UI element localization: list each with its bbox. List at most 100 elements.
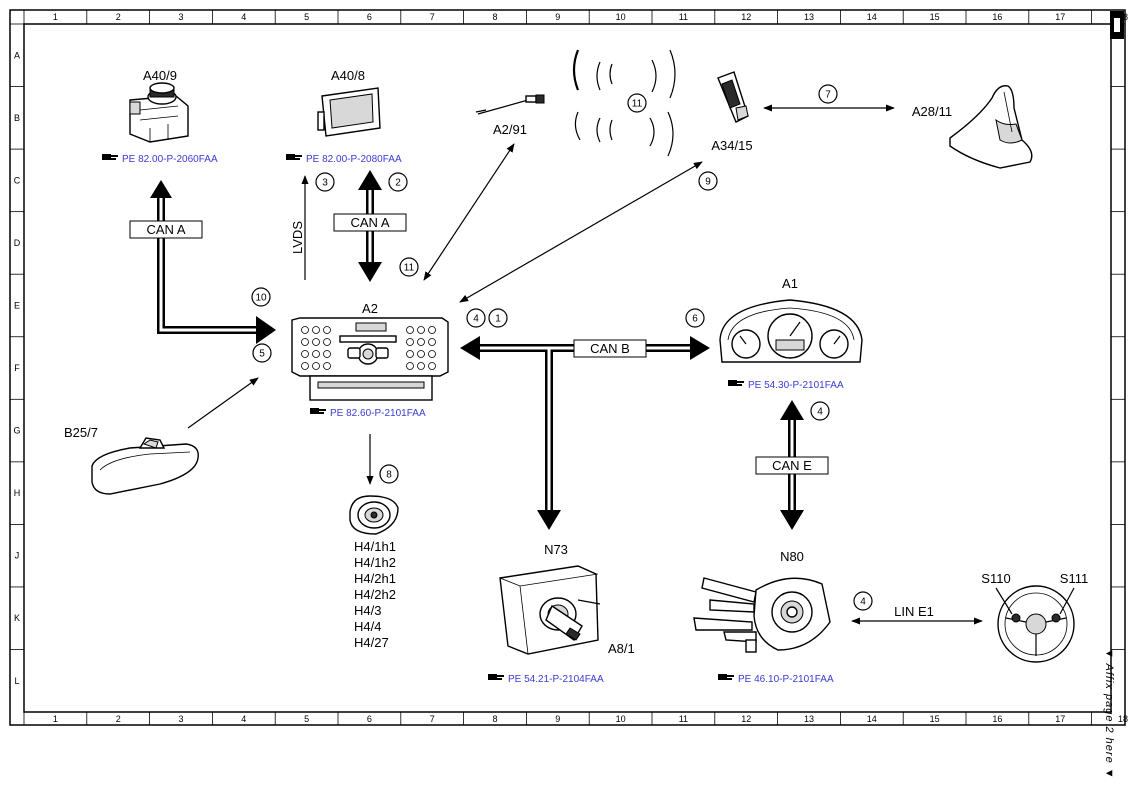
speaker-code: H4/2h2 (354, 587, 396, 602)
hand-pointer-icon (286, 154, 302, 160)
hand-pointer-icon (102, 154, 118, 160)
grid-col-label-top: 5 (304, 12, 309, 22)
callout-circle (252, 343, 272, 363)
grid-row-label: D (14, 238, 21, 248)
callout-number: 10 (255, 293, 267, 304)
a40-8-label: A40/8 (331, 68, 365, 83)
grid-col-label-bottom: 7 (430, 714, 435, 724)
grid-col-label-bottom: 3 (178, 714, 183, 724)
grid-col-label-top: 11 (679, 12, 688, 22)
callout-number: 7 (825, 90, 831, 101)
grid-col-label-bottom: 5 (304, 714, 309, 724)
component-b25-7: B25/7 (64, 425, 199, 495)
bus-can-b: CAN B (460, 336, 710, 530)
callout-number: 2 (395, 178, 401, 189)
grid-col-label-top: 3 (178, 12, 183, 22)
a1-instrument-cluster-image (719, 299, 863, 363)
a2-head-unit-image (291, 317, 449, 401)
a34-15-label: A34/15 (711, 138, 752, 153)
a28-11-antenna-image (949, 85, 1033, 169)
callout-circle (388, 172, 408, 192)
grid-row-label: K (14, 613, 20, 623)
grid-col-label-top: 17 (1055, 12, 1065, 22)
speaker-code: H4/27 (354, 635, 389, 650)
a2-label: A2 (362, 301, 378, 316)
speaker-code: H4/3 (354, 603, 381, 618)
lin-e1-label: LIN E1 (894, 604, 934, 619)
a40-8-display-image (317, 87, 381, 137)
component-a34-15: A34/15 (711, 71, 753, 153)
a34-15-module-image (717, 71, 749, 123)
a1-ref[interactable]: PE 54.30-P-2101FAA (748, 380, 844, 391)
n73-ignition-switch-image (499, 565, 601, 655)
callout-number: 4 (860, 597, 866, 608)
grid-row-label: F (14, 363, 20, 373)
bus-can-a-left: CAN A (129, 180, 276, 344)
can-a-left-label: CAN A (146, 222, 185, 237)
grid-col-label-top: 8 (492, 12, 497, 22)
hand-pointer-icon (310, 408, 326, 414)
bus-can-e: CAN E (755, 400, 829, 530)
bus-lin-e1: LIN E1 (851, 604, 983, 625)
grid-col-label-top: 16 (992, 12, 1002, 22)
grid-row-label: H (14, 488, 21, 498)
link-a2-a34-15 (459, 161, 703, 303)
grid-col-label-bottom: 1 (53, 714, 58, 724)
a2-91-antenna-image (475, 94, 545, 115)
grid-col-label-top: 15 (930, 12, 940, 22)
component-a40-9: A40/9 PE 82.00-P-2060FAA (102, 68, 218, 165)
grid-col-label-top: 9 (555, 12, 560, 22)
grid-col-label-bottom: 15 (930, 714, 940, 724)
callout-number: 5 (259, 349, 265, 360)
s110-leader-line (995, 587, 1013, 615)
s111-leader-line (1059, 587, 1075, 615)
speaker-icon (349, 495, 399, 535)
link-a2-a2-91 (423, 143, 515, 281)
n80-steering-column-module-image (693, 577, 831, 653)
callout-circle (853, 591, 873, 611)
grid-col-label-bottom: 9 (555, 714, 560, 724)
speaker-code: H4/1h2 (354, 555, 396, 570)
can-b-label: CAN B (590, 341, 630, 356)
steering-wheel-image (997, 585, 1075, 663)
grid-col-label-top: 12 (741, 12, 751, 22)
grid-col-label-bottom: 4 (241, 714, 246, 724)
a40-9-controller-image (129, 82, 189, 143)
s111-label: S111 (1060, 571, 1088, 586)
callout-circle (818, 84, 838, 104)
callout-circle (698, 171, 718, 191)
n80-ref[interactable]: PE 46.10-P-2101FAA (738, 674, 834, 685)
speaker-code: H4/4 (354, 619, 381, 634)
a1-label: A1 (782, 276, 798, 291)
grid-row-label: L (14, 676, 19, 686)
b25-7-label: B25/7 (64, 425, 98, 440)
callout-number: 11 (632, 99, 643, 110)
bus-lvds: LVDS (290, 175, 309, 280)
grid-col-label-top: 10 (616, 12, 626, 22)
a2-ref[interactable]: PE 82.60-P-2101FAA (330, 408, 426, 419)
component-n80: N80 PE 46.10-P-2101FAA (693, 549, 834, 685)
drawing-frame: 1122334455667788991010111112121313141415… (9, 9, 1128, 726)
grid-col-label-bottom: 12 (741, 714, 751, 724)
callout-number: 1 (495, 314, 501, 325)
speaker-code: H4/1h1 (354, 539, 396, 554)
component-a1: A1 PE 54.30-P-2101FAA (719, 276, 863, 391)
callout-circle (315, 172, 335, 192)
callout-circle (488, 308, 508, 328)
component-a2: A2 PE 82.60-P-2101FAA (291, 301, 449, 419)
a40-8-ref[interactable]: PE 82.00-P-2080FAA (306, 154, 402, 165)
component-n73: N73 A8/1 PE 54.21-P-2104FAA (488, 542, 635, 685)
grid-row-label: C (14, 175, 21, 185)
grid-row-label: J (15, 551, 20, 561)
callout-number: 8 (386, 470, 392, 481)
callout-circle (399, 257, 419, 277)
a40-9-ref[interactable]: PE 82.00-P-2060FAA (122, 154, 218, 165)
callout-circle (627, 93, 647, 113)
a40-9-label: A40/9 (143, 68, 177, 83)
n73-ref[interactable]: PE 54.21-P-2104FAA (508, 674, 604, 685)
grid-col-label-bottom: 2 (116, 714, 121, 724)
link-b25-7-a2 (187, 377, 259, 429)
bus-can-a-top: CAN A (333, 170, 407, 282)
grid-row-label: G (13, 426, 20, 436)
